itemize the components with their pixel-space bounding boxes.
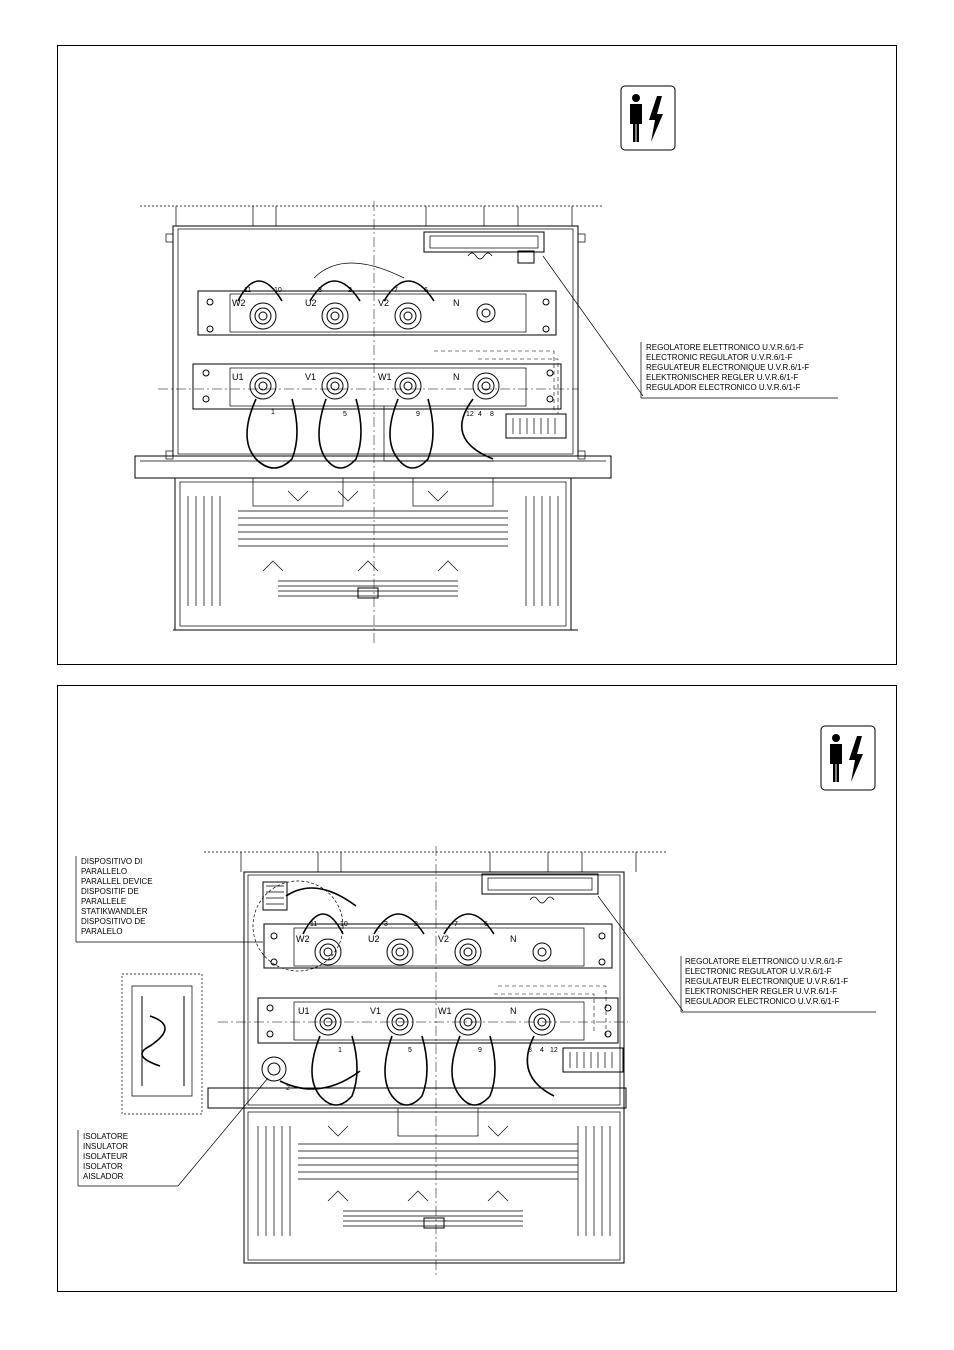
top-wiring-diagram: W2 U2 V2 N U1 V1 W1 N 11 10 3 2 7 6 1 5 … — [134, 85, 838, 646]
parallel-device-label: PARALLELE — [81, 897, 126, 906]
regulator-callout-line: REGULADOR ELECTRONICO U.V.R.6/1-F — [685, 997, 840, 1006]
wire-number: 12 — [550, 1047, 558, 1054]
parallel-device-label: PARALLEL DEVICE — [81, 877, 153, 886]
terminal-label: U1 — [232, 372, 244, 382]
terminal-label: N — [453, 372, 460, 382]
wire-number: 10 — [274, 287, 282, 294]
terminal-label: N — [510, 1006, 517, 1016]
wire-number: 10 — [340, 921, 348, 928]
regulator-callout-line: ELECTRONIC REGULATOR U.V.R.6/1-F — [646, 353, 793, 362]
insulator-label: ISOLATORE — [83, 1132, 128, 1141]
wire-number: 5 — [343, 411, 347, 418]
terminal-label: W2 — [232, 298, 246, 308]
parallel-device-label: DISPOSITIVO DI — [81, 857, 142, 866]
terminal-label: W1 — [438, 1006, 452, 1016]
regulator-callout-line: ELEKTRONISCHER REGLER U.V.R.6/1-F — [685, 987, 837, 996]
wire-number: 7 — [454, 921, 458, 928]
terminal-label: N — [510, 934, 517, 944]
wire-number: 12 — [466, 411, 474, 418]
terminal-label: V1 — [305, 372, 316, 382]
wire-number: 3 — [318, 287, 322, 294]
terminal-label: U2 — [305, 298, 317, 308]
wire-number: 2 — [348, 287, 352, 294]
wire-number: 9 — [416, 411, 420, 418]
wire-number: 1 — [338, 1047, 342, 1054]
terminal-label: N — [453, 298, 460, 308]
insulator-label: ISOLATEUR — [83, 1152, 128, 1161]
parallel-device-label: STATIKWANDLER — [81, 907, 148, 916]
regulator-callout-line: ELEKTRONISCHER REGLER U.V.R.6/1-F — [646, 373, 798, 382]
terminal-label: U1 — [298, 1006, 310, 1016]
wire-number: 4 — [478, 411, 482, 418]
electrical-hazard-icon — [620, 85, 676, 151]
wire-number: 1 — [271, 409, 275, 416]
parallel-device-label: PARALLELO — [81, 867, 127, 876]
insulator-label: INSULATOR — [83, 1142, 128, 1151]
wire-number: 9 — [478, 1047, 482, 1054]
parallel-device-label: DISPOSITIF DE — [81, 887, 139, 896]
top-diagram-panel: W2 U2 V2 N U1 V1 W1 N 11 10 3 2 7 6 1 5 … — [57, 45, 897, 665]
regulator-callout-line: REGULATEUR ELECTRONIQUE U.V.R.6/1-F — [685, 977, 848, 986]
wire-number: 4 — [540, 1047, 544, 1054]
terminal-label: V1 — [370, 1006, 381, 1016]
parallel-device-label: DISPOSITIVO DE — [81, 917, 145, 926]
regulator-callout-line: REGULADOR ELECTRONICO U.V.R.6/1-F — [646, 383, 801, 392]
wire-number: 11 — [310, 921, 317, 928]
terminal-label: W2 — [296, 934, 310, 944]
wire-number: 6 — [484, 921, 488, 928]
wire-number: 11 — [244, 287, 251, 294]
wire-number: 8 — [528, 1047, 532, 1054]
wire-number: 7 — [394, 287, 398, 294]
wire-number: 8 — [490, 411, 494, 418]
wire-number: 2 — [414, 921, 418, 928]
bottom-wiring-diagram: W2 U2 V2 N U1 V1 W1 N 11 10 3 2 7 6 1 5 … — [75, 725, 876, 1276]
regulator-callout-line: REGOLATORE ELETTRONICO U.V.R.6/1-F — [685, 957, 843, 966]
regulator-callout-line: ELECTRONIC REGULATOR U.V.R.6/1-F — [685, 967, 832, 976]
regulator-callout-line: REGULATEUR ELECTRONIQUE U.V.R.6/1-F — [646, 363, 809, 372]
wire-number: 6 — [424, 287, 428, 294]
terminal-label: W1 — [378, 372, 392, 382]
terminal-label: V2 — [438, 934, 449, 944]
wire-number: 5 — [408, 1047, 412, 1054]
regulator-callout-line: REGOLATORE ELETTRONICO U.V.R.6/1-F — [646, 343, 804, 352]
insulator-label: ISOLATOR — [83, 1162, 123, 1171]
electrical-hazard-icon — [820, 725, 876, 791]
terminal-label: V2 — [378, 298, 389, 308]
insulator-label: AISLADOR — [83, 1172, 124, 1181]
wire-number: 3 — [384, 921, 388, 928]
parallel-device-label: PARALELO — [81, 927, 123, 936]
bottom-diagram-panel: W2 U2 V2 N U1 V1 W1 N 11 10 3 2 7 6 1 5 … — [57, 685, 897, 1292]
wire-number: 2 — [286, 1085, 290, 1092]
terminal-label: U2 — [368, 934, 380, 944]
